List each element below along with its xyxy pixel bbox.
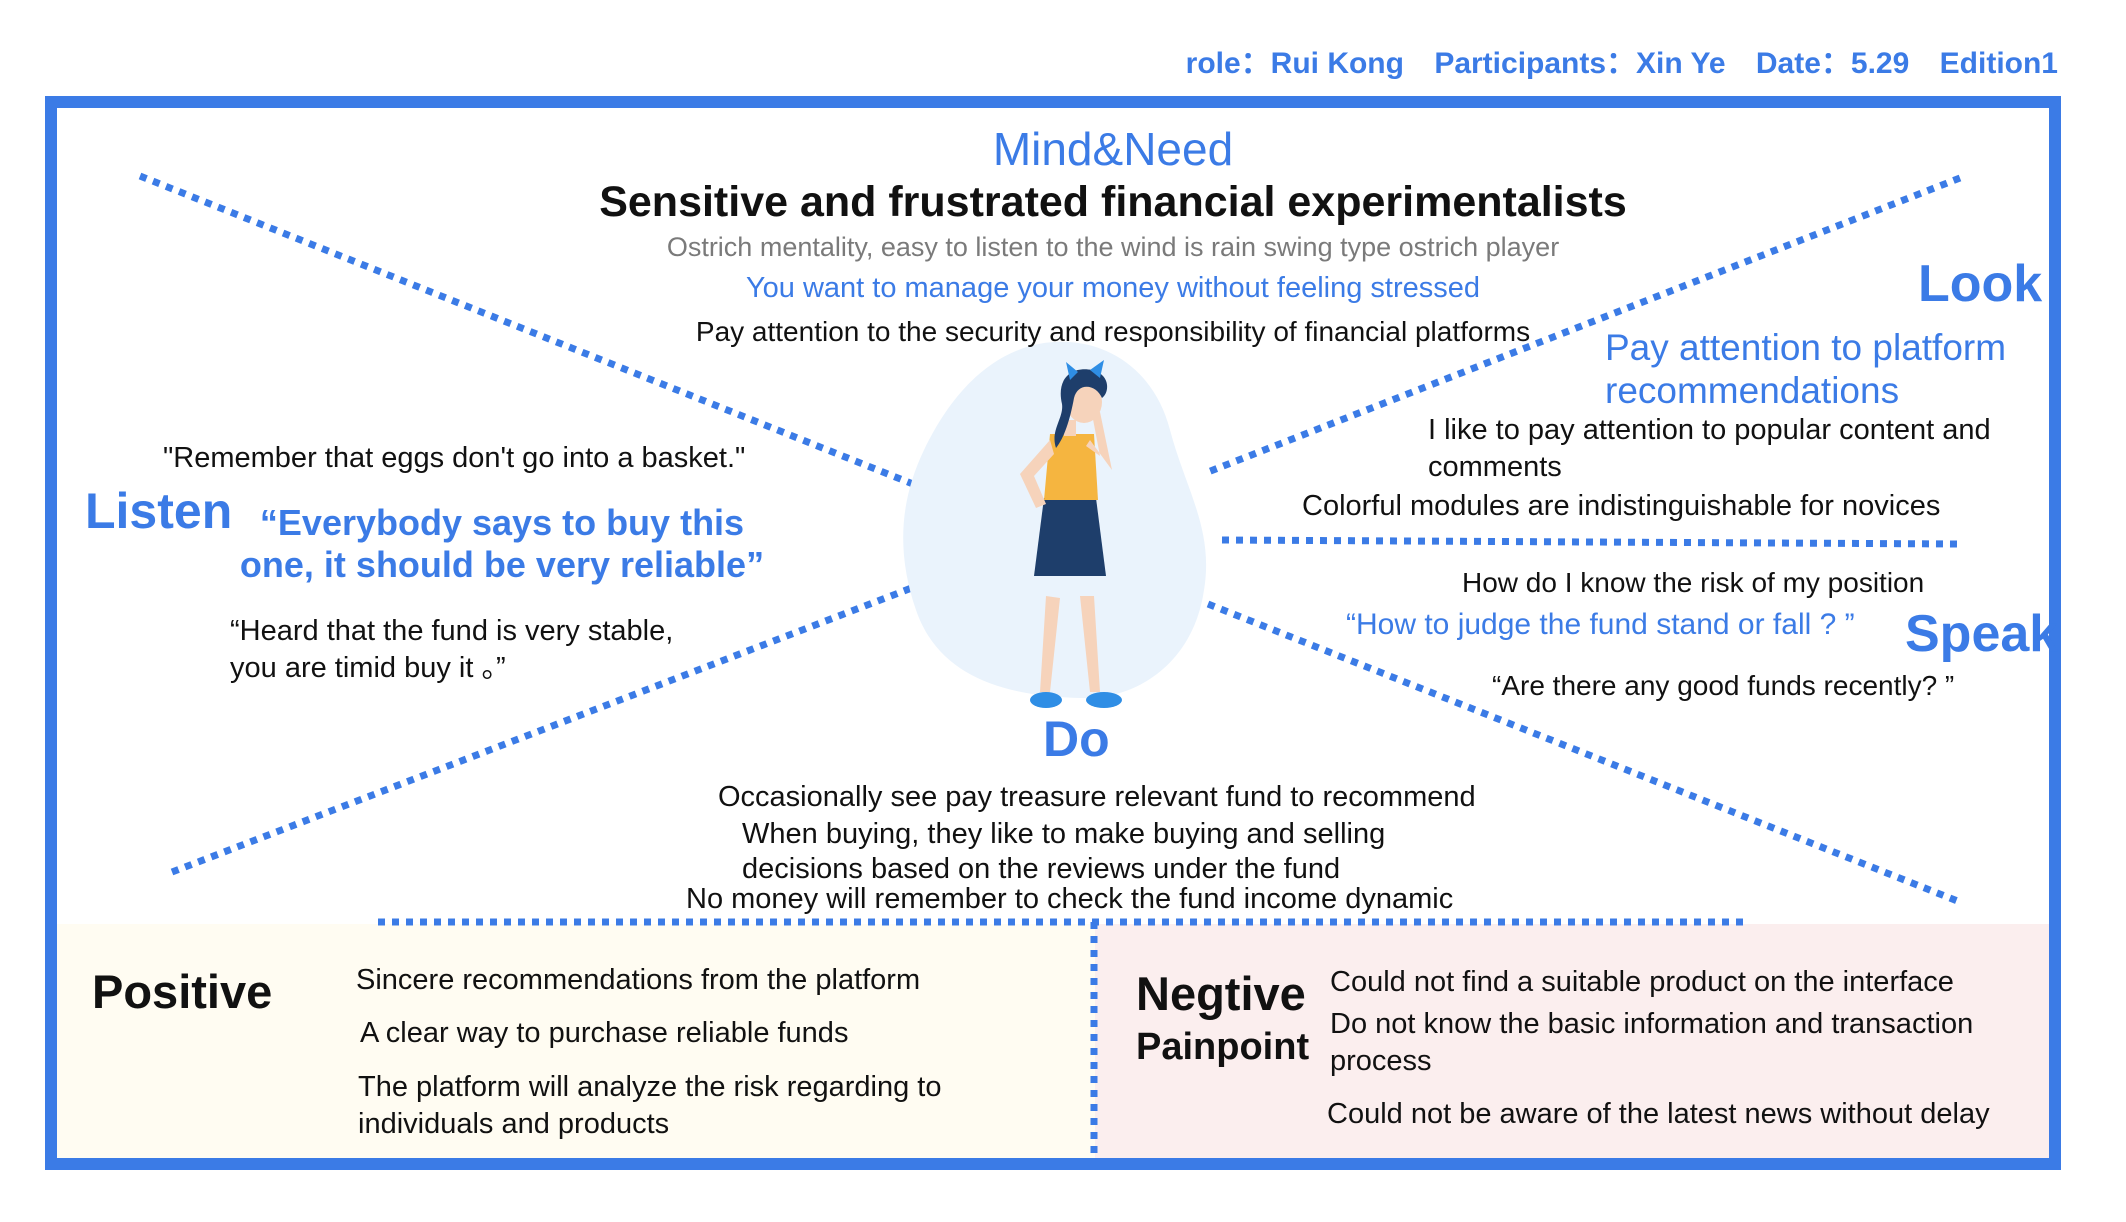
speak-line-2: “How to judge the fund stand or fall ? ” <box>1346 608 1855 641</box>
painpoint-item: Could not find a suitable product on the… <box>1330 966 1954 998</box>
need-attention: Pay attention to the security and respon… <box>695 316 1531 347</box>
do-title: Do <box>1043 711 1110 767</box>
listen-quote-1: "Remember that eggs don't go into a bask… <box>163 442 746 474</box>
painpoint-item: Could not be aware of the latest news wi… <box>1327 1098 1990 1130</box>
persona-description: Ostrich mentality, easy to listen to the… <box>666 232 1560 262</box>
speak-line-3: “Are there any good funds recently? ” <box>1492 670 1955 701</box>
positive-item: A clear way to purchase reliable funds <box>360 1017 849 1049</box>
look-headline: Pay attention to platform recommendation… <box>1605 327 2007 411</box>
diagonal-top-right <box>1206 174 1962 476</box>
do-line-2: When buying, they like to make buying an… <box>742 818 1386 885</box>
speak-title: Speak <box>1905 605 2059 663</box>
positive-item: Sincere recommendations from the platfor… <box>356 964 921 996</box>
positive-title: Positive <box>92 965 273 1018</box>
listen-quote-2: “Everybody says to buy this one, it shou… <box>239 502 765 585</box>
listen-quote-3: “Heard that the fund is very stable, you… <box>230 615 674 684</box>
header-info: role：Rui Kong Participants：Xin Ye Date：5… <box>1164 38 2058 82</box>
speak-line-1: How do I know the risk of my position <box>1462 567 1925 598</box>
look-line-1: I like to pay attention to popular conte… <box>1428 414 1991 483</box>
painpoint-item: Do not know the basic information and tr… <box>1330 1008 1974 1077</box>
listen-title: Listen <box>85 483 233 539</box>
date-label: Date：5.29 <box>1755 47 1910 80</box>
look-line-2: Colorful modules are indistinguishable f… <box>1302 490 1941 522</box>
positive-panel <box>57 924 1095 1158</box>
positive-item: The platform will analyze the risk regar… <box>358 1071 942 1140</box>
mind-need-title: Mind&Need <box>992 123 1234 175</box>
participants-label: Participants：Xin Ye <box>1434 47 1726 80</box>
divider-look-speak <box>1221 536 1959 548</box>
diagonal-bottom-right <box>1206 600 1962 906</box>
persona-illustration <box>1020 360 1122 708</box>
do-line-1: Occasionally see pay treasure relevant f… <box>718 781 1476 813</box>
do-line-3: No money will remember to check the fund… <box>686 883 1454 915</box>
edition-label: Edition1 <box>1939 47 2058 80</box>
persona-headline: Sensitive and frustrated financial exper… <box>599 178 1627 226</box>
negative-panel <box>1095 924 2049 1158</box>
look-title: Look <box>1918 255 2043 313</box>
need-statement: You want to manage your money without fe… <box>745 272 1481 304</box>
role-label: role：Rui Kong <box>1185 47 1404 80</box>
negative-title: Negtive <box>1136 967 1306 1020</box>
empathy-map-frame <box>45 96 2061 1170</box>
painpoint-subtitle: Painpoint <box>1136 1026 1310 1068</box>
